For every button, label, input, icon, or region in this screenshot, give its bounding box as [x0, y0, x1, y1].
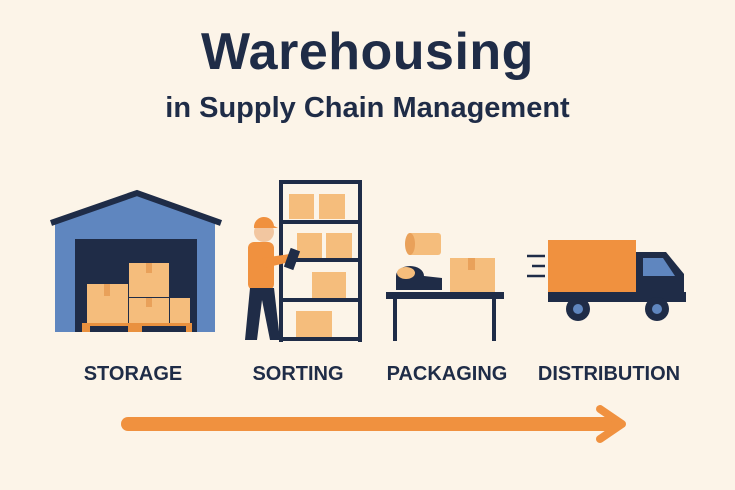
- page-subtitle: in Supply Chain Management: [165, 92, 570, 124]
- stage-label-storage: STORAGE: [83, 363, 183, 385]
- warehouse-icon: [50, 189, 223, 332]
- truck-icon: [527, 240, 686, 321]
- stage-label-sorting: SORTING: [252, 363, 344, 385]
- stage-label-packaging: PACKAGING: [386, 363, 508, 385]
- flow-arrow-icon: [121, 405, 626, 443]
- page-title: Warehousing: [201, 23, 534, 81]
- worker-shelf-icon: [245, 180, 362, 342]
- stage-label-distribution: DISTRIBUTION: [537, 363, 681, 385]
- packing-table-icon: [386, 233, 504, 341]
